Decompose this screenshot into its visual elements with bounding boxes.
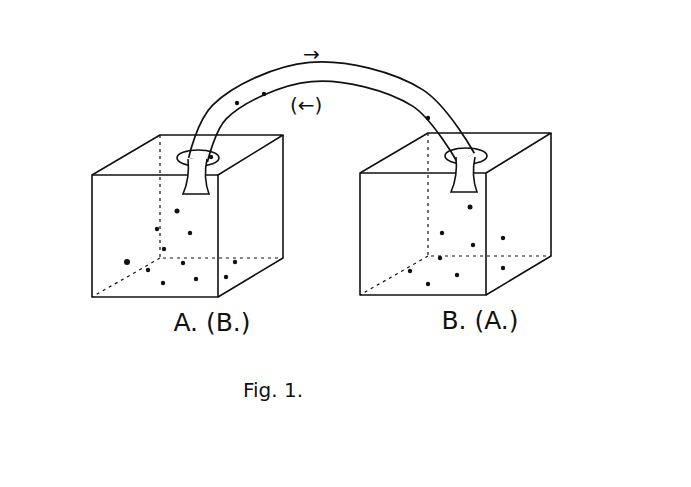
box-label: A. (B.) xyxy=(100,308,324,338)
tube-mouth xyxy=(451,157,477,192)
direction-arrow: → xyxy=(303,42,320,66)
particles xyxy=(124,92,505,286)
box-label: B. (A.) xyxy=(368,306,592,336)
tube-mouth xyxy=(183,159,209,194)
connecting-tube xyxy=(198,72,466,160)
gas-box: B. (A.) xyxy=(356,126,580,346)
reverse-direction-arrow: (←) xyxy=(290,93,322,117)
cube-outline xyxy=(92,135,283,297)
figure-caption: Fig. 1. xyxy=(243,378,303,402)
gas-box: A. (B.) xyxy=(88,128,312,348)
cube-outline xyxy=(360,133,551,295)
